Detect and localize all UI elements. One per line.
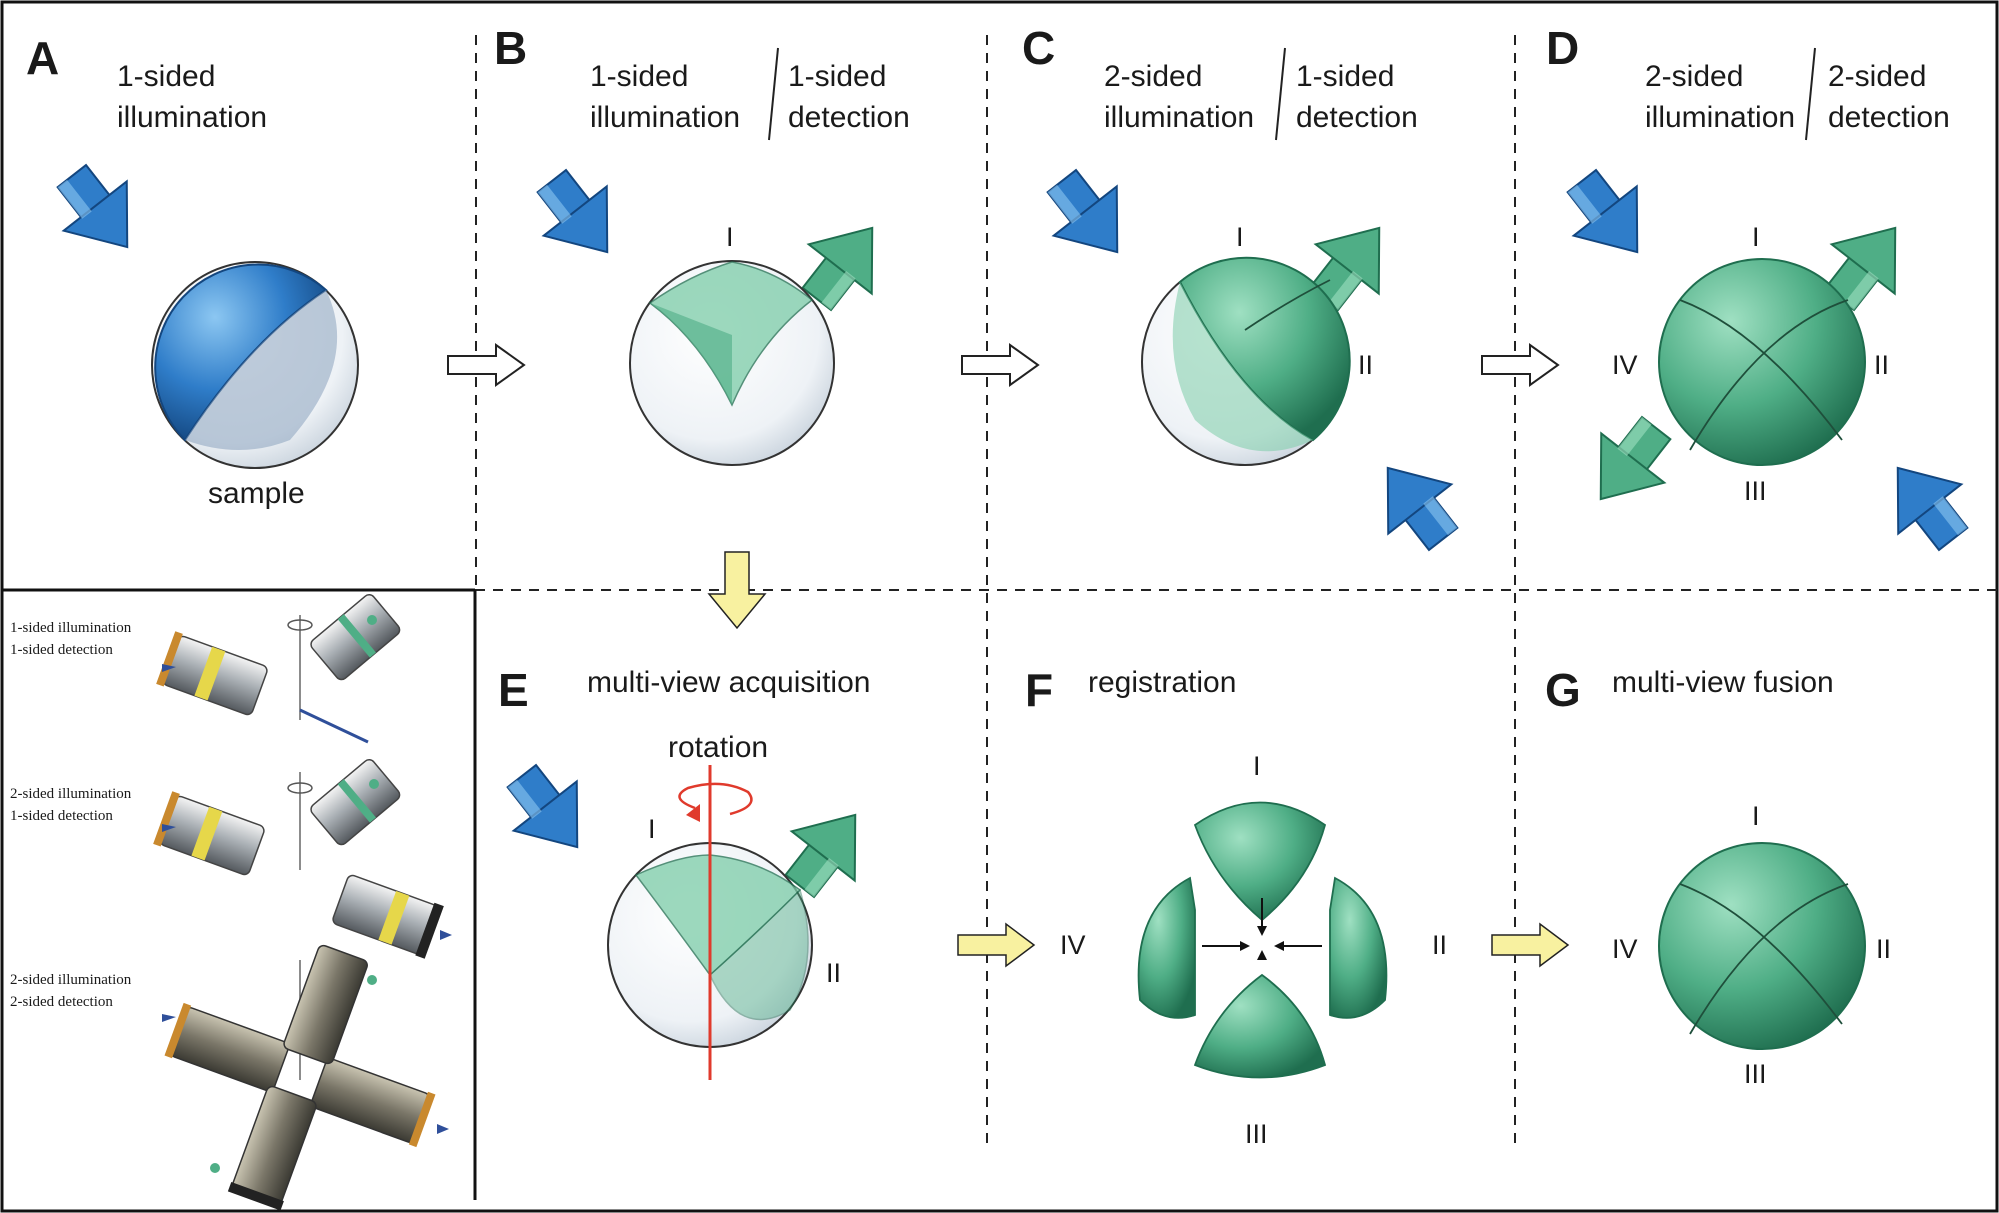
panel-b: B 1-sided illumination 1-sided detection… (494, 22, 910, 466)
view-label-ii: II (1358, 350, 1373, 380)
sample-sphere (1658, 258, 1866, 466)
view-label-iv: IV (1612, 934, 1638, 964)
view-fragment-i (1193, 801, 1327, 922)
panel-a-heading-line2: illumination (117, 101, 267, 134)
panel-letter-e: E (498, 664, 529, 716)
panel-c-illum-line2: illumination (1104, 101, 1254, 134)
view-label-ii: II (1432, 930, 1447, 960)
separator-slash (1805, 47, 1816, 141)
view-fragment-iv (1137, 876, 1196, 1019)
rotation-arrowhead-icon (686, 804, 700, 822)
view-fragment-ii (1329, 876, 1388, 1019)
panel-letter-c: C (1022, 22, 1055, 74)
inset-3-label-line1: 2-sided illumination (10, 972, 132, 988)
panel-e-heading: multi-view acquisition (587, 666, 870, 699)
inset-2-label-line2: 1-sided detection (10, 808, 113, 824)
view-label-ii: II (826, 958, 841, 988)
panel-d-illum-line2: illumination (1645, 101, 1795, 134)
panel-letter-a: A (26, 32, 59, 84)
view-label-i: I (726, 222, 734, 252)
panel-d: D 2-sided illumination 2-sided detection… (1546, 22, 1986, 565)
sample-label: sample (208, 477, 305, 510)
rotation-arrow-icon (678, 782, 753, 816)
panel-d-illum-line1: 2-sided (1645, 60, 1743, 93)
view-label-ii: II (1876, 934, 1891, 964)
fused-sphere (1658, 842, 1866, 1050)
view-label-iv: IV (1060, 930, 1086, 960)
panel-a-heading-line1: 1-sided (117, 60, 215, 93)
separator-slash (768, 47, 779, 141)
align-arrowhead-bottom-icon (1257, 950, 1267, 960)
sample-sphere (629, 260, 835, 466)
separator-slash (1275, 47, 1286, 141)
view-label-iv: IV (1612, 350, 1638, 380)
inset-1-label-line1: 1-sided illumination (10, 620, 132, 636)
view-label-i: I (1236, 222, 1244, 252)
panel-c-detect-line1: 1-sided (1296, 60, 1394, 93)
view-label-iii: III (1744, 1059, 1767, 1089)
inset-2-label-line1: 2-sided illumination (10, 786, 132, 802)
view-label-iii: III (1245, 1119, 1268, 1149)
panel-letter-d: D (1546, 22, 1579, 74)
inset-3-label-line2: 2-sided detection (10, 994, 113, 1010)
process-arrow-down (707, 551, 767, 630)
panel-c: C 2-sided illumination 1-sided detection… (1022, 22, 1476, 565)
view-label-i: I (1752, 222, 1760, 252)
panel-g-heading: multi-view fusion (1612, 666, 1834, 699)
sample-sphere (151, 261, 359, 469)
panel-d-detect-line2: detection (1828, 101, 1950, 134)
panel-letter-b: B (494, 22, 527, 74)
panel-letter-g: G (1545, 664, 1581, 716)
view-label-iii: III (1744, 476, 1767, 506)
panel-d-detect-line1: 2-sided (1828, 60, 1926, 93)
inset-1-label-line2: 1-sided detection (10, 642, 113, 658)
microscope-2sided-1sided (153, 758, 452, 959)
panel-b-detect-line2: detection (788, 101, 910, 134)
align-arrowhead-top-icon (1257, 926, 1267, 936)
panel-f-heading: registration (1088, 666, 1236, 699)
sample-sphere (1141, 256, 1351, 466)
panel-g: G multi-view fusion I II III IV (1545, 664, 1891, 1089)
align-arrowhead-right-icon (1274, 941, 1284, 951)
align-arrowhead-left-icon (1240, 941, 1250, 951)
panel-f: F registration I II III IV (1025, 664, 1447, 1149)
panel-a: A 1-sided illumination sample (26, 32, 359, 510)
view-label-i: I (1752, 801, 1760, 831)
view-label-i: I (648, 814, 656, 844)
view-label-ii: II (1874, 350, 1889, 380)
panel-c-illum-line1: 2-sided (1104, 60, 1202, 93)
rotation-label: rotation (668, 731, 768, 764)
microscope-1sided-1sided (156, 593, 401, 744)
panel-letter-f: F (1025, 664, 1053, 716)
panel-e: E multi-view acquisition rotation I II (489, 664, 888, 1080)
panel-c-detect-line2: detection (1296, 101, 1418, 134)
microscope-inset: 1-sided illumination 1-sided detection 2… (10, 593, 452, 1211)
panel-b-detect-line1: 1-sided (788, 60, 886, 93)
panel-b-illum-line2: illumination (590, 101, 740, 134)
panel-b-illum-line1: 1-sided (590, 60, 688, 93)
microscope-2sided-2sided (162, 944, 449, 1211)
view-label-i: I (1253, 751, 1261, 781)
view-fragment-iii (1193, 973, 1327, 1079)
